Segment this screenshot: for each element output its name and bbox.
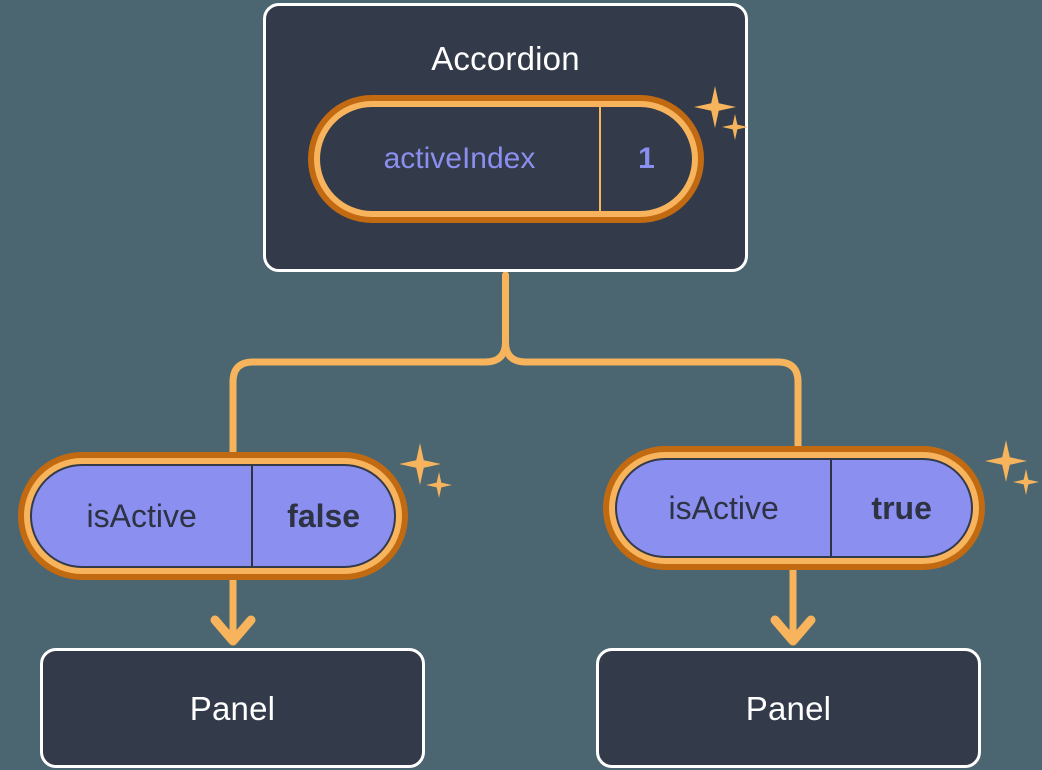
- component-title: Panel: [189, 689, 276, 727]
- pill-ring-inner: activeIndex 1: [314, 101, 698, 217]
- state-key: isActive: [617, 460, 833, 556]
- pill-content: activeIndex 1: [320, 107, 692, 211]
- component-title: Accordion: [431, 40, 580, 77]
- sparkle-icon: [985, 440, 1027, 482]
- pill-content: isActive true: [615, 458, 973, 558]
- arrowhead-left: [210, 615, 256, 646]
- state-key: activeIndex: [320, 107, 601, 211]
- sparkle-group-right: [985, 440, 1042, 510]
- connector-branch-right: [502, 338, 802, 454]
- sparkle-icon: [426, 472, 452, 498]
- connector-branch-left: [229, 338, 509, 456]
- component-title: Panel: [745, 689, 832, 727]
- state-value: 1: [638, 142, 655, 175]
- state-value: true: [871, 490, 932, 526]
- state-key: isActive: [32, 466, 254, 566]
- state-pill-active-index[interactable]: activeIndex 1: [308, 95, 704, 223]
- component-card-panel-right[interactable]: Panel: [596, 648, 981, 768]
- sparkle-group-left: [399, 443, 469, 513]
- pill-ring-inner: isActive true: [609, 452, 979, 564]
- state-pill-is-active-false[interactable]: isActive false: [18, 452, 408, 580]
- pill-ring-inner: isActive false: [24, 458, 402, 574]
- sparkle-icon: [399, 443, 441, 485]
- component-card-panel-left[interactable]: Panel: [40, 648, 425, 768]
- arrowhead-right: [770, 615, 816, 646]
- state-value: false: [287, 498, 361, 534]
- pill-content: isActive false: [30, 464, 396, 568]
- state-pill-is-active-true[interactable]: isActive true: [603, 446, 985, 570]
- sparkle-icon: [1013, 469, 1039, 495]
